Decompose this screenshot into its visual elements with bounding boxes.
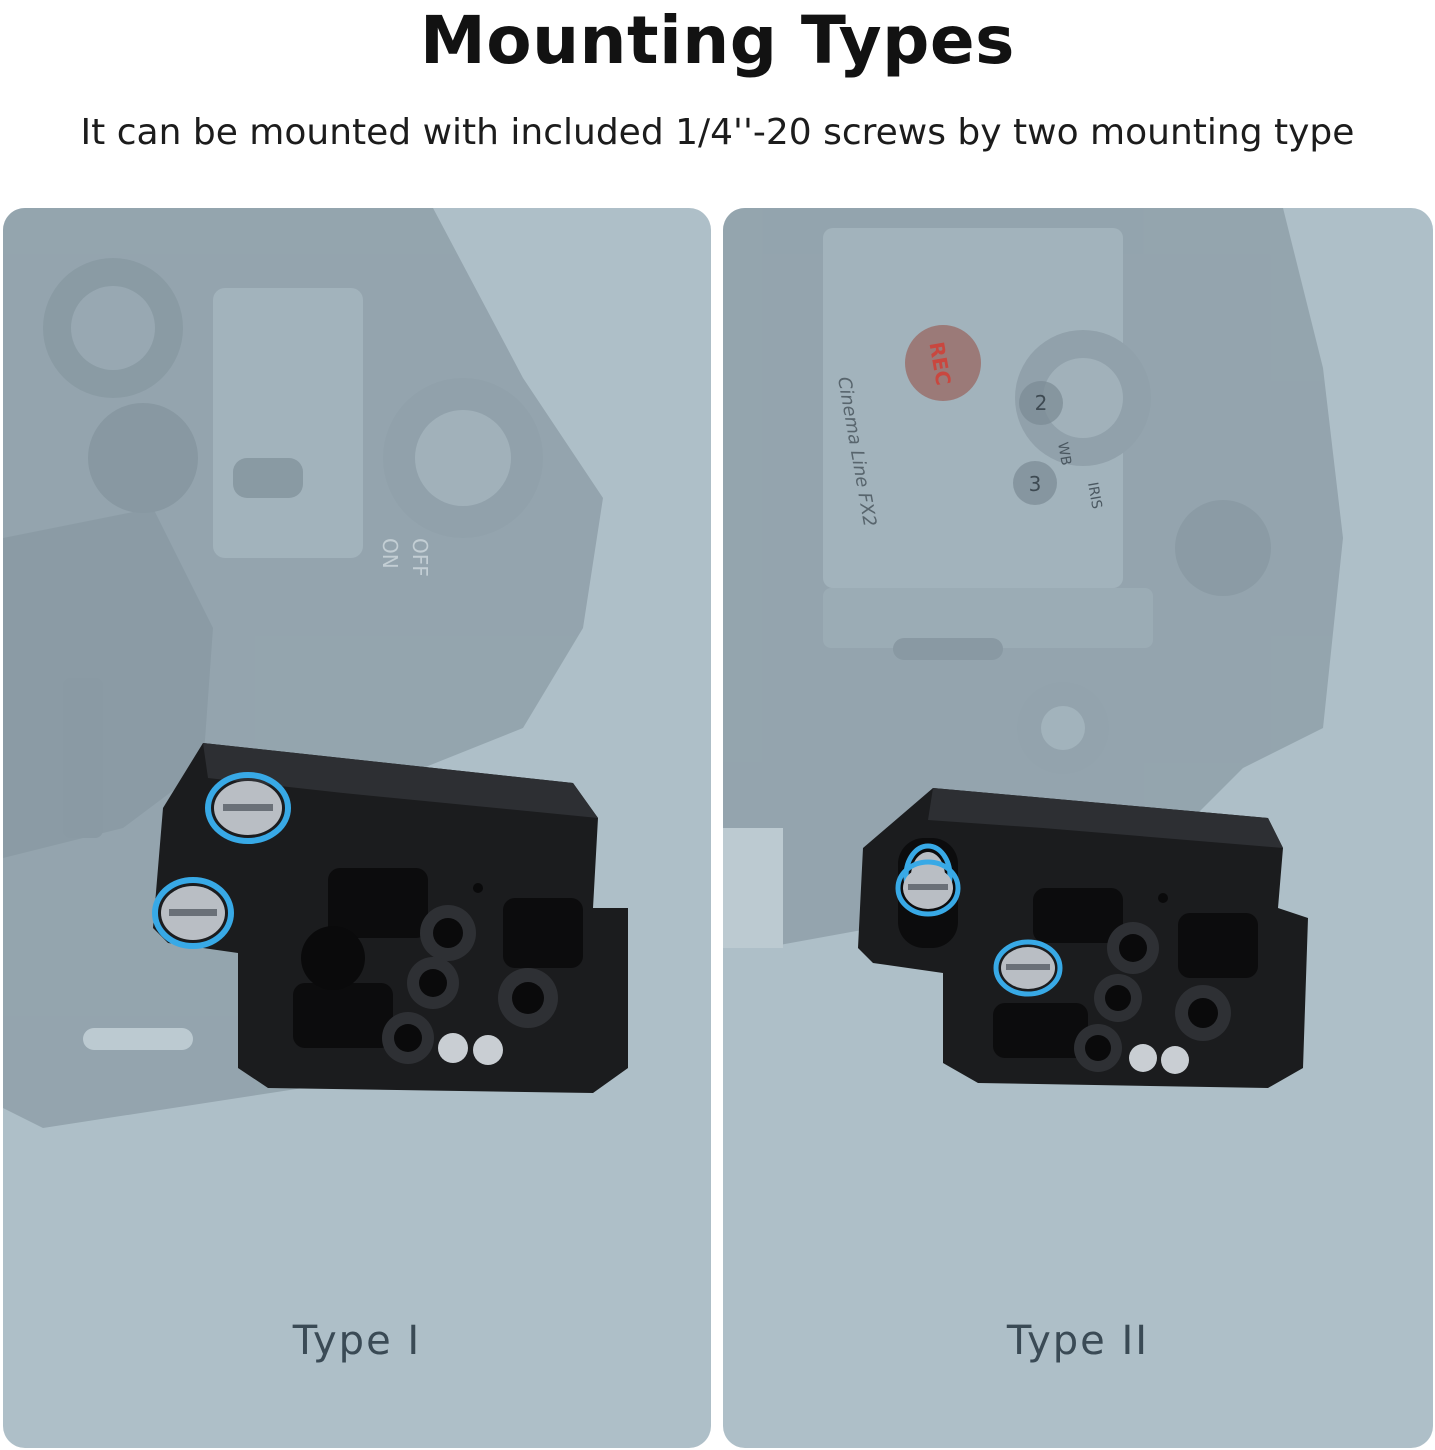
screw-lower-highlighted	[152, 877, 234, 949]
panel-type-2: REC Cinema Line FX2 2 3 WB IRIS	[723, 208, 1433, 1448]
page-title: Mounting Types	[420, 2, 1015, 79]
page-subtitle: It can be mounted with included 1/4''-20…	[80, 112, 1355, 153]
screw-center-highlighted	[993, 939, 1063, 997]
screw-upper-highlighted	[205, 772, 291, 844]
camera-off-text: OFF	[408, 538, 432, 577]
camera-wb-text: WB	[1054, 441, 1074, 467]
type-1-label: Type I	[292, 1318, 422, 1364]
camera-body-ghost	[723, 208, 1343, 948]
screw-left-highlighted	[895, 859, 961, 917]
panel-type-1: OFF ON	[3, 208, 711, 1448]
type-2-illustration: REC Cinema Line FX2 2 3 WB IRIS	[723, 208, 1343, 1088]
camera-body-ghost	[3, 208, 603, 1128]
mounting-plate	[153, 743, 628, 1093]
type-1-illustration: OFF ON	[3, 208, 628, 1128]
type-2-label: Type II	[1006, 1318, 1150, 1364]
mounting-plate	[858, 788, 1308, 1088]
camera-on-text: ON	[378, 538, 402, 569]
camera-button-2-text: 2	[1035, 391, 1048, 415]
camera-iris-text: IRIS	[1084, 481, 1104, 510]
camera-button-3-text: 3	[1029, 472, 1042, 496]
